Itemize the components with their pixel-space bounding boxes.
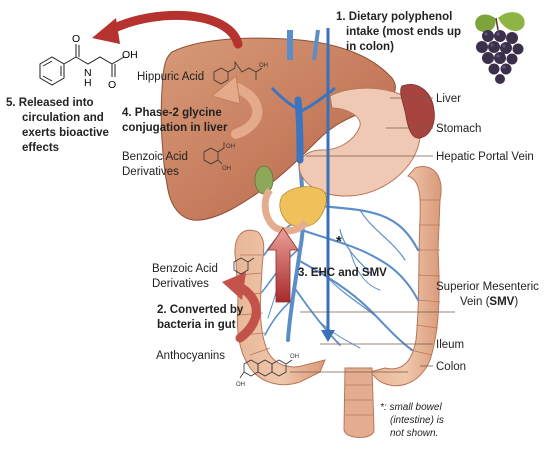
- footnote: *: small bowel (intestine) is not shown.: [380, 402, 444, 439]
- grapes-icon: [475, 12, 525, 84]
- gallbladder: [254, 165, 274, 195]
- footnote-line-1: *: small bowel: [380, 402, 442, 413]
- colon-ascending: [234, 229, 326, 386]
- benzoic-acid-lower-line-2: Derivatives: [152, 278, 209, 290]
- smv-line-2: Vein (SMV): [460, 296, 518, 308]
- stomach-label: Stomach: [436, 123, 481, 135]
- step-5-label: 5. Released into circulation and exerts …: [6, 97, 109, 154]
- pancreas: [279, 186, 327, 228]
- step-1-line-1: 1. Dietary polyphenol: [336, 11, 452, 23]
- chem-n-label: N: [84, 67, 92, 79]
- liver-label: Liver: [436, 93, 461, 105]
- rectum: [343, 367, 375, 438]
- chem-oh-label-2: OH: [259, 63, 268, 69]
- benzoic-acid-upper-line-1: Benzoic Acid: [122, 151, 188, 163]
- step-2-label: 2. Converted by bacteria in gut: [157, 304, 244, 331]
- ileum-label: Ileum: [436, 339, 464, 351]
- chem-oh-label-3: OH: [226, 144, 235, 150]
- ehc-smv-arrow: [267, 227, 299, 303]
- step-4-line-1: 4. Phase-2 glycine: [122, 107, 222, 119]
- hippuric-acid-label: Hippuric Acid: [137, 71, 204, 83]
- conjugation-arrow: [211, 75, 263, 139]
- smv-line-1: Superior Mesenteric: [436, 281, 539, 293]
- dietary-intake-arrow: [321, 28, 335, 342]
- step-5-line-3: exerts bioactive: [22, 127, 109, 139]
- step-1-line-3: in colon): [346, 41, 394, 53]
- anthocyanins-label: Anthocyanins: [156, 350, 225, 362]
- step-2-line-1: 2. Converted by: [157, 304, 244, 316]
- step-1-line-2: intake (most ends up: [346, 26, 461, 38]
- chem-h-label: H: [84, 77, 92, 89]
- hippuric-acid-structure-small: [213, 60, 263, 85]
- footnote-line-2: (intestine) is: [390, 415, 444, 426]
- step-3-label: 3. EHC and SMV: [298, 267, 387, 279]
- benzoic-acid-structure-upper: [203, 142, 225, 165]
- step-5-line-4: effects: [22, 142, 59, 154]
- hepatic-portal-vein: [294, 96, 304, 164]
- step-2-line-2: bacteria in gut: [157, 319, 236, 331]
- bacterial-conversion-arrow: [222, 272, 261, 343]
- benzoic-acid-upper-line-2: Derivatives: [122, 166, 179, 178]
- asterisk-marker: *: [336, 233, 342, 250]
- benzoic-acid-lower-line-1: Benzoic Acid: [152, 263, 218, 275]
- step-5-line-1: 5. Released into: [6, 97, 94, 109]
- chem-o-label-2: O: [108, 79, 116, 91]
- step-4-line-2: conjugation in liver: [122, 122, 228, 134]
- colon-label: Colon: [436, 361, 466, 373]
- hippuric-acid-structure-large: [39, 44, 125, 86]
- chem-oh-label-1: OH: [122, 49, 138, 61]
- anatomy-illustration: [160, 29, 442, 438]
- footnote-line-3: not shown.: [390, 428, 438, 439]
- step-4-label: 4. Phase-2 glycine conjugation in liver: [122, 107, 228, 134]
- anthocyanin-structure: [239, 359, 293, 379]
- step-1-label: 1. Dietary polyphenol intake (most ends …: [336, 11, 461, 53]
- chem-o-label-1: O: [72, 33, 80, 45]
- release-arrow: [92, 10, 243, 49]
- benzoic-acid-structure-lower: [233, 257, 255, 275]
- leader-lines: [290, 97, 455, 373]
- chem-oh-label-4: OH: [222, 166, 231, 172]
- hepatic-portal-vein-label: Hepatic Portal Vein: [436, 151, 534, 163]
- chem-oh-label-5: OH: [236, 382, 245, 388]
- smv-label: Superior Mesenteric Vein (SMV): [436, 281, 539, 308]
- step-5-line-2: circulation and: [22, 112, 104, 124]
- duodenum: [261, 187, 309, 235]
- chem-oh-label-6: OH: [290, 354, 299, 360]
